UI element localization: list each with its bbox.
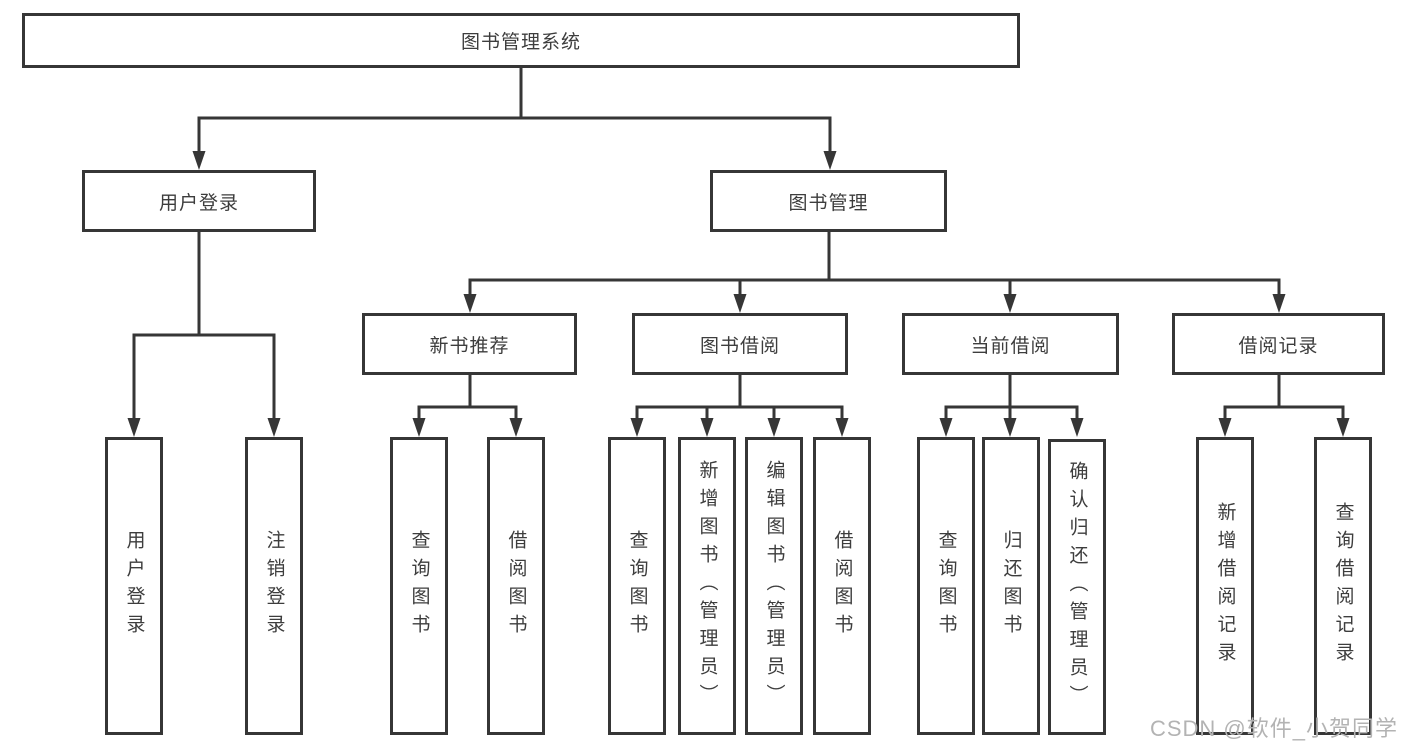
arrowhead-icon	[835, 418, 849, 437]
node-leaf-borrow-book-1: 借阅图书	[487, 437, 545, 735]
node-leaf-add-book-admin: 新增图书（管理员）	[678, 437, 736, 735]
node-leaf-borrow-book-2: 借阅图书	[813, 437, 871, 735]
node-leaf-user-login: 用户登录	[105, 437, 163, 735]
watermark: CSDN @软件_小贺同学	[1149, 716, 1398, 741]
arrowhead-icon	[1003, 294, 1017, 313]
arrowhead-icon	[1336, 418, 1350, 437]
arrowhead-icon	[412, 418, 426, 437]
arrowhead-icon	[700, 418, 714, 437]
arrowhead-icon	[509, 418, 523, 437]
node-leaf-query-book-3: 查询图书	[917, 437, 975, 735]
arrowhead-icon	[1218, 418, 1232, 437]
arrowhead-icon	[767, 418, 781, 437]
node-leaf-confirm-return-admin: 确认归还（管理员）	[1048, 439, 1106, 735]
node-leaf-query-book-1: 查询图书	[390, 437, 448, 735]
node-book-management: 图书管理	[710, 170, 947, 232]
node-new-book-recommend: 新书推荐	[362, 313, 577, 375]
node-current-borrow: 当前借阅	[902, 313, 1119, 375]
arrowhead-icon	[630, 418, 644, 437]
arrowhead-icon	[192, 151, 206, 170]
node-leaf-query-borrow-record: 查询借阅记录	[1314, 437, 1372, 735]
node-root: 图书管理系统	[22, 13, 1020, 68]
node-leaf-edit-book-admin: 编辑图书（管理员）	[745, 437, 803, 735]
node-leaf-add-borrow-record: 新增借阅记录	[1196, 437, 1254, 735]
arrowhead-icon	[733, 294, 747, 313]
node-book-borrow: 图书借阅	[632, 313, 848, 375]
arrowhead-icon	[1070, 418, 1084, 437]
arrowhead-icon	[267, 418, 281, 437]
arrowhead-icon	[463, 294, 477, 313]
node-leaf-return-book: 归还图书	[982, 437, 1040, 735]
node-leaf-logout: 注销登录	[245, 437, 303, 735]
arrowhead-icon	[1272, 294, 1286, 313]
arrowhead-icon	[939, 418, 953, 437]
node-borrow-record: 借阅记录	[1172, 313, 1385, 375]
node-leaf-query-book-2: 查询图书	[608, 437, 666, 735]
arrowhead-icon	[1003, 418, 1017, 437]
node-user-login: 用户登录	[82, 170, 316, 232]
arrowhead-icon	[823, 151, 837, 170]
arrowhead-icon	[127, 418, 141, 437]
